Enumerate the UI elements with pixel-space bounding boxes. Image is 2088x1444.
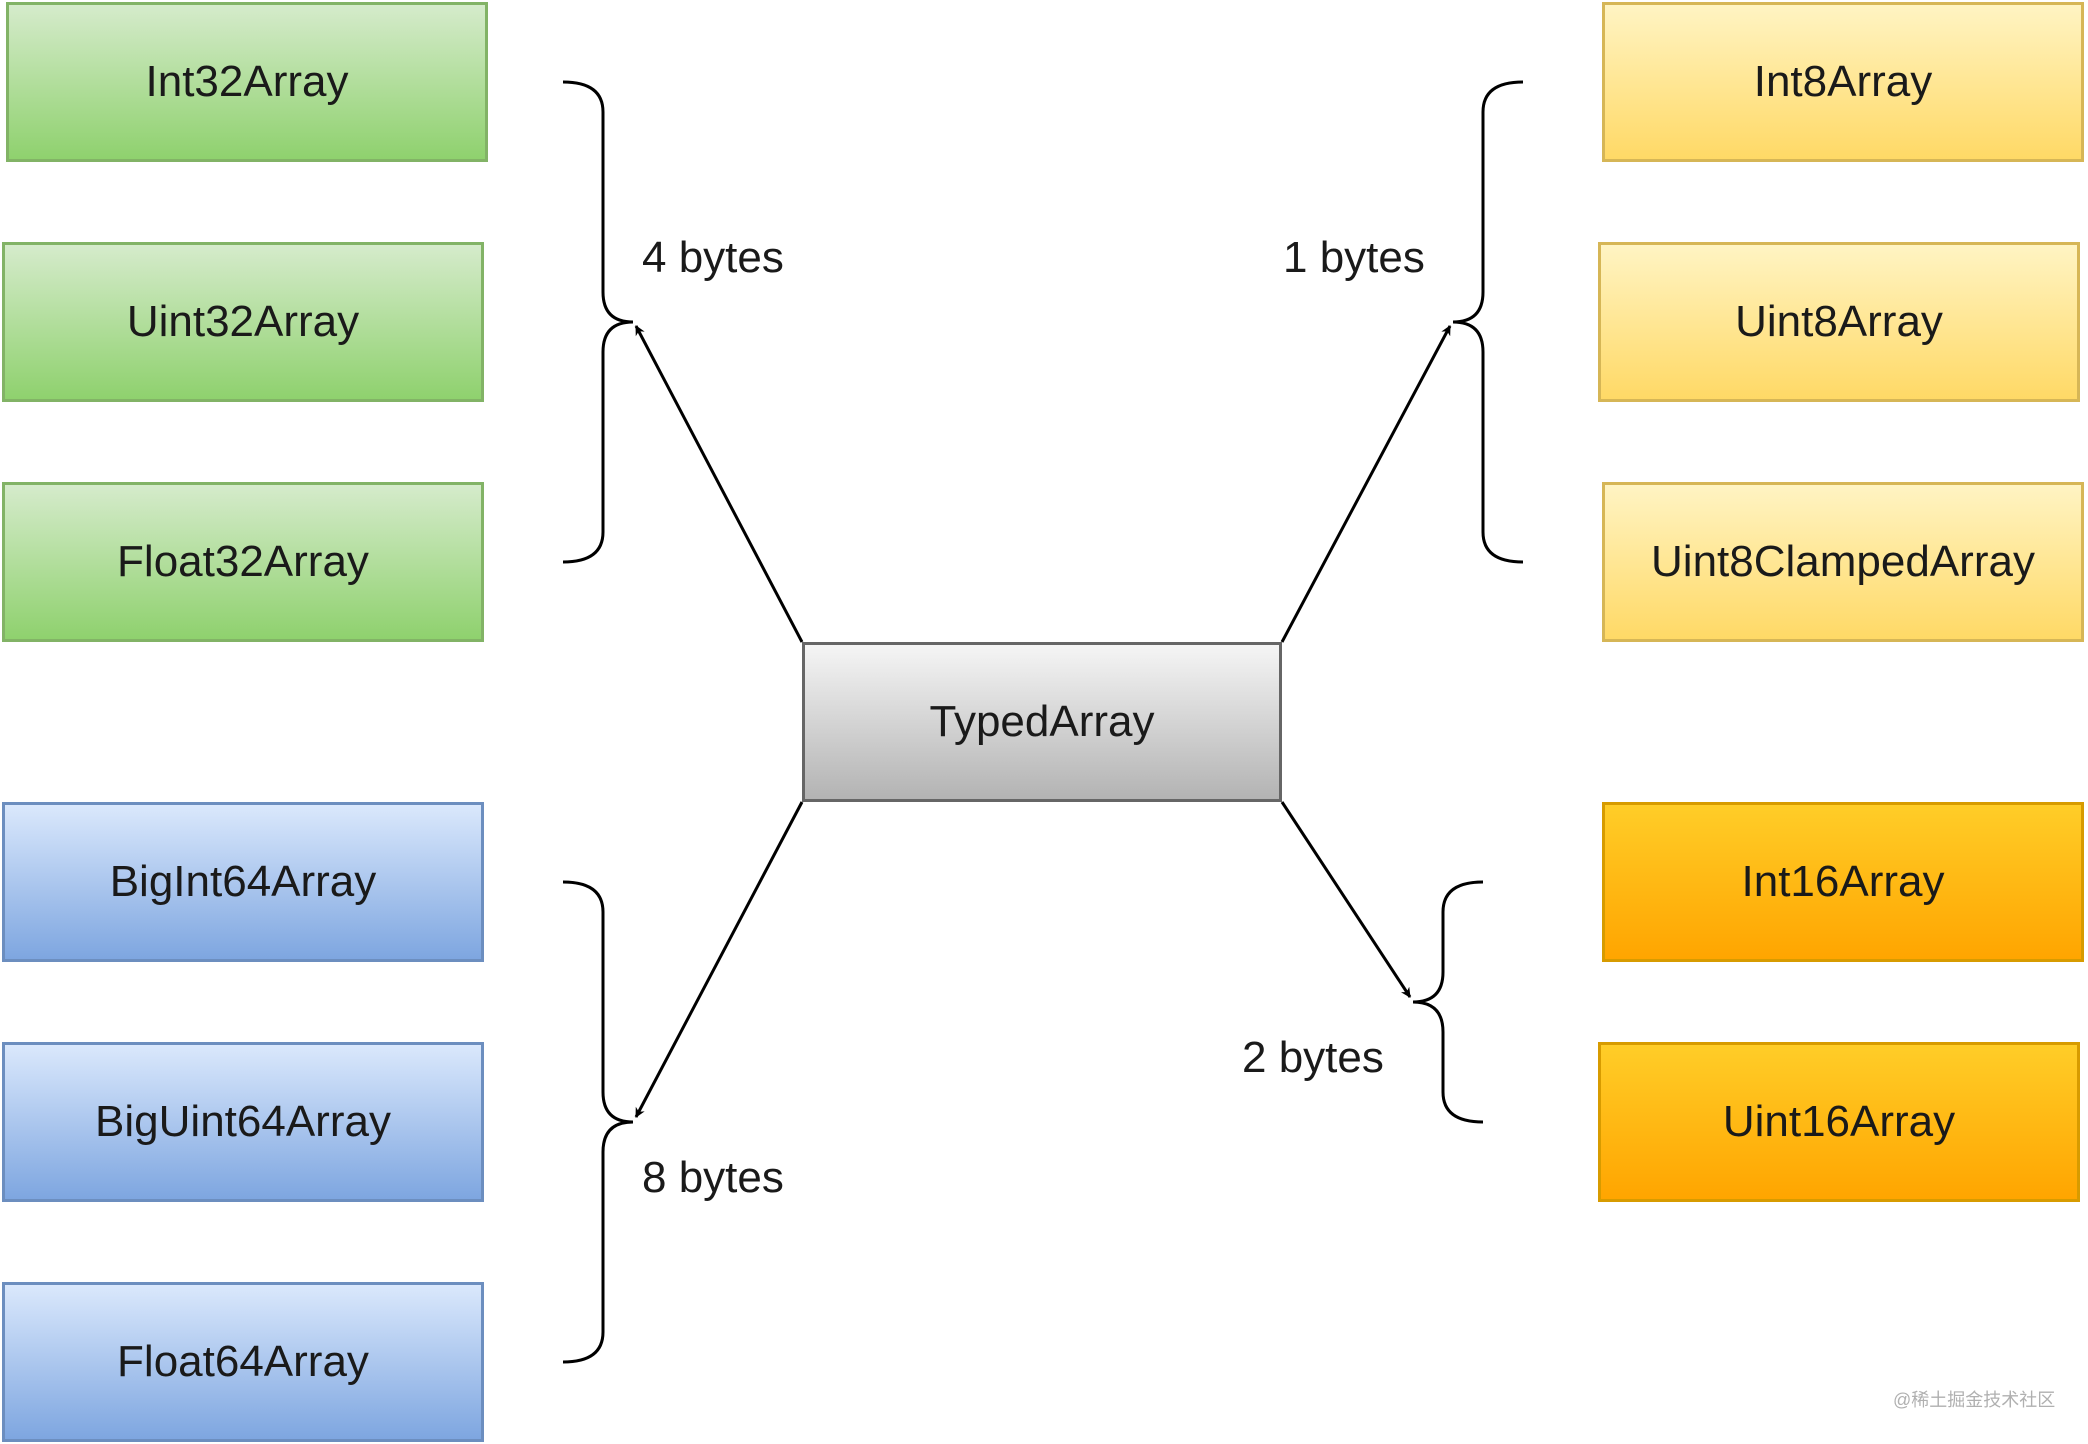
two-bytes-label: 2 bytes [1242,1033,1384,1082]
one-byte-label: 1 bytes [1283,233,1425,282]
float32array-node: Float32Array [2,482,484,642]
node-label: Uint32Array [126,297,360,346]
brace-two-bytes [1412,880,1484,1124]
eight-bytes-label: 8 bytes [642,1153,784,1202]
uint32array-node: Uint32Array [2,242,484,402]
node-label: Int16Array [1741,857,1945,906]
node-label: Int8Array [1753,57,1933,106]
uint16array-node: Uint16Array [1598,1042,2080,1202]
arrow-to-one-byte [1280,325,1452,643]
node-label: Float64Array [117,1337,369,1386]
node-label: Uint8ClampedArray [1651,537,2035,586]
arrow-to-two-bytes [1280,801,1412,998]
node-label: Int32Array [145,57,349,106]
brace-one-byte [1452,80,1524,564]
brace-eight-bytes [562,880,634,1364]
float64array-node: Float64Array [2,1282,484,1442]
bigint64array-node: BigInt64Array [2,802,484,962]
node-label: BigUint64Array [95,1097,391,1146]
brace-four-bytes [562,80,634,564]
node-label: Float32Array [117,537,369,586]
node-label: Uint16Array [1722,1097,1956,1146]
arrow-to-eight-bytes [634,801,804,1118]
four-bytes-label: 4 bytes [642,233,784,282]
watermark: @稀土掘金技术社区 [1893,1390,2056,1410]
typedarray-label: TypedArray [929,697,1155,746]
int8array-node: Int8Array [1602,2,2084,162]
int32array-node: Int32Array [6,2,488,162]
typedarray-node: TypedArray [802,642,1282,802]
arrow-to-four-bytes [634,325,804,643]
node-label: Uint8Array [1735,297,1943,346]
int16array-node: Int16Array [1602,802,2084,962]
biguint64array-node: BigUint64Array [2,1042,484,1202]
node-label: BigInt64Array [109,857,377,906]
uint8array-node: Uint8Array [1598,242,2080,402]
uint8clampedarray-node: Uint8ClampedArray [1602,482,2084,642]
